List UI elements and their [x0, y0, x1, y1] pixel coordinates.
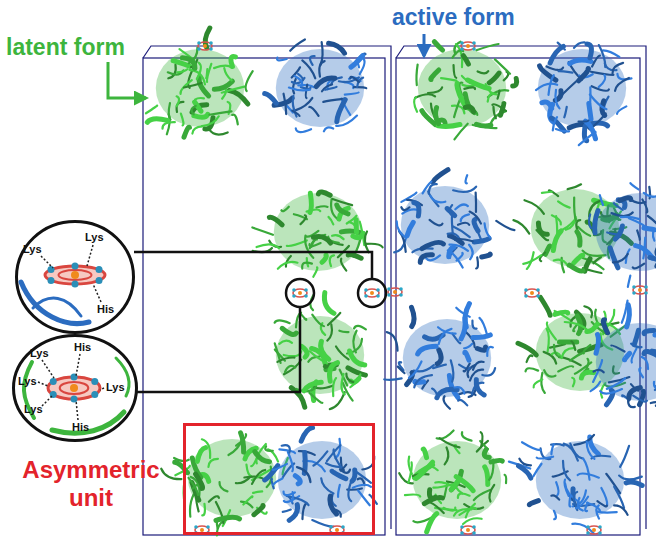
residue-label: Lys: [85, 232, 104, 243]
residue-label: Lys: [106, 382, 125, 393]
protein-cartoon: [146, 28, 253, 137]
residue-label: Lys: [18, 376, 37, 387]
inset-circle: [15, 220, 135, 334]
form-label: latent form: [6, 36, 125, 59]
protein-cartoon: [509, 435, 642, 533]
protein-cartoon: [414, 42, 517, 140]
ligand-cluster: [194, 41, 648, 535]
unit-cell: [143, 46, 646, 535]
pointer-arrow: [423, 34, 426, 56]
asymmetric-unit-box: Asymmetric unit: [183, 423, 375, 535]
protein-cartoon: [161, 433, 288, 536]
protein-cartoon: [265, 428, 377, 527]
zoom-inset: LysHisLysLysLysHis: [12, 334, 138, 442]
protein-cartoon: [399, 431, 506, 532]
residue-label: Lys: [30, 348, 49, 359]
residue-label: Lys: [23, 244, 42, 255]
residue-label: Lys: [24, 404, 43, 415]
residue-label: His: [74, 342, 91, 353]
leader-lines: [134, 252, 386, 392]
protein-cartoon: [589, 183, 656, 287]
residue-label: His: [72, 422, 89, 433]
protein-cartoon: [265, 39, 367, 132]
protein-cartoon: [252, 192, 382, 277]
residue-label: His: [97, 304, 114, 315]
zoom-inset: LysLysHis: [15, 220, 135, 334]
pointer-arrow: [108, 62, 146, 98]
protein-cartoon: [591, 301, 656, 407]
form-label: active form: [392, 6, 515, 29]
protein-cartoon: [394, 170, 514, 269]
unit-label: Asymmetric unit: [6, 456, 176, 511]
protein-cartoon: [536, 42, 631, 145]
protein-cartoon: [384, 304, 495, 409]
